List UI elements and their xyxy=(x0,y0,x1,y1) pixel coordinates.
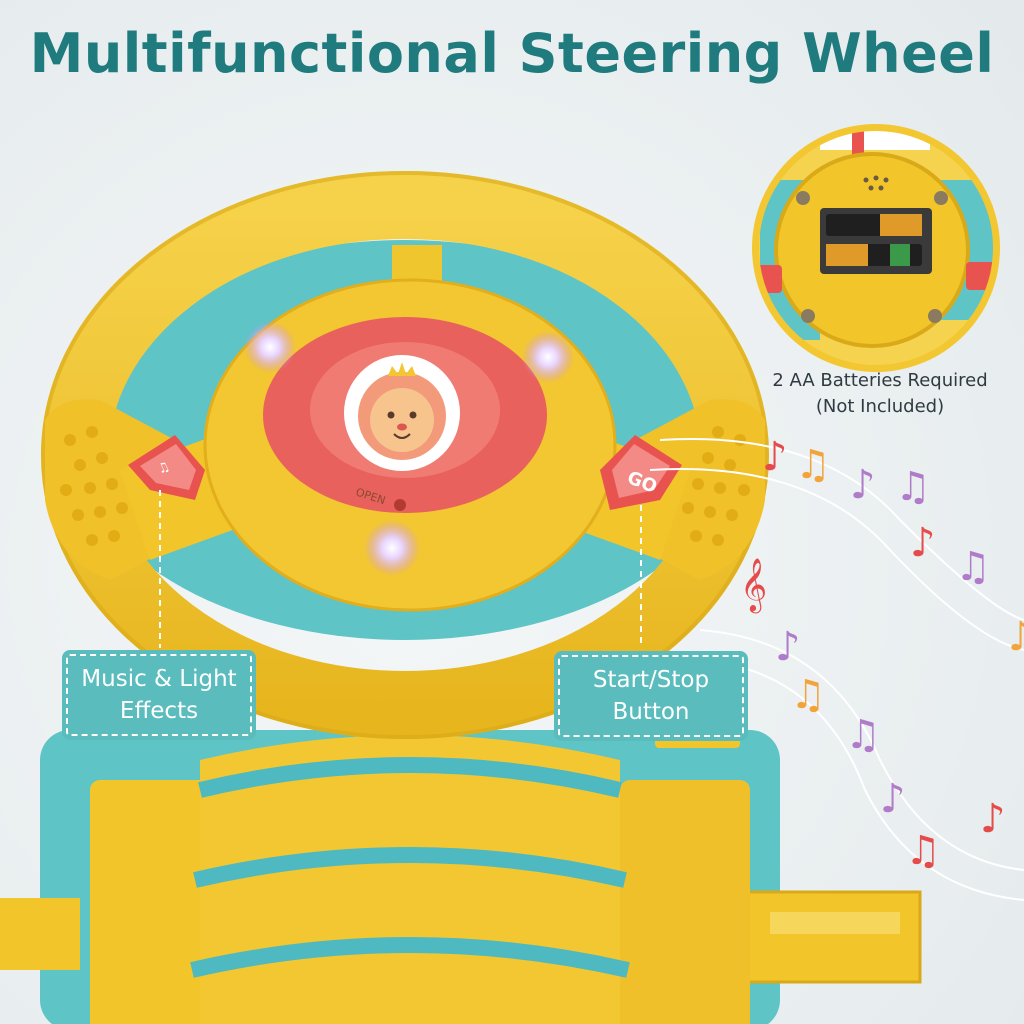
ride-on-base xyxy=(0,730,922,1024)
battery-caption-line2: (Not Included) xyxy=(815,396,945,417)
music-note-icon: ♫ xyxy=(895,464,931,510)
music-note-icon: ♪ xyxy=(1008,614,1024,660)
music-note-icon: ♪ xyxy=(880,776,906,822)
start-stop-button[interactable]: GO xyxy=(600,435,682,510)
music-note-icon: ♪ xyxy=(775,624,801,670)
callout-music-line1: Music & Light xyxy=(81,666,237,692)
steering-wheel: OPEN ♫ GO xyxy=(41,171,769,739)
page-title: Multifunctional Steering Wheel xyxy=(29,22,995,85)
lion-face-icon xyxy=(344,355,460,471)
music-note-icon: ♪ xyxy=(980,796,1006,842)
music-note-icon: ♫ xyxy=(955,544,991,590)
music-note-icon: ♪ xyxy=(850,462,876,508)
music-note-icon: ♫ xyxy=(845,712,881,758)
battery-caption-line1: 2 AA Batteries Required xyxy=(772,370,988,391)
battery-icon xyxy=(826,214,922,266)
music-note-icon: ♫ xyxy=(905,828,941,874)
music-note-icon: ♫ xyxy=(795,442,831,488)
battery-caption: 2 AA Batteries Required (Not Included) xyxy=(740,368,1020,420)
callout-music-line2: Effects xyxy=(119,698,199,724)
music-note-icon: ♫ xyxy=(790,672,826,718)
treble-clef-icon: 𝄞 xyxy=(740,557,767,613)
battery-inset xyxy=(752,124,1000,372)
music-light-callout: Music & Light Effects xyxy=(62,650,256,740)
callout-start-line2: Button xyxy=(612,699,690,725)
start-stop-callout: Start/Stop Button xyxy=(554,651,748,741)
callout-start-line1: Start/Stop xyxy=(592,667,710,693)
light-effects xyxy=(244,321,574,576)
music-note-icon: ♪ xyxy=(762,434,788,480)
music-note-icon: ♪ xyxy=(910,520,936,566)
music-button[interactable]: ♫ xyxy=(128,435,205,500)
svg-text:♫: ♫ xyxy=(155,459,172,478)
music-notes-decoration: ♪ ♫ ♪ ♫ ♪ ♫ ♪ 𝄞 ♪ ♫ ♫ ♪ ♪ ♫ xyxy=(649,434,1024,901)
